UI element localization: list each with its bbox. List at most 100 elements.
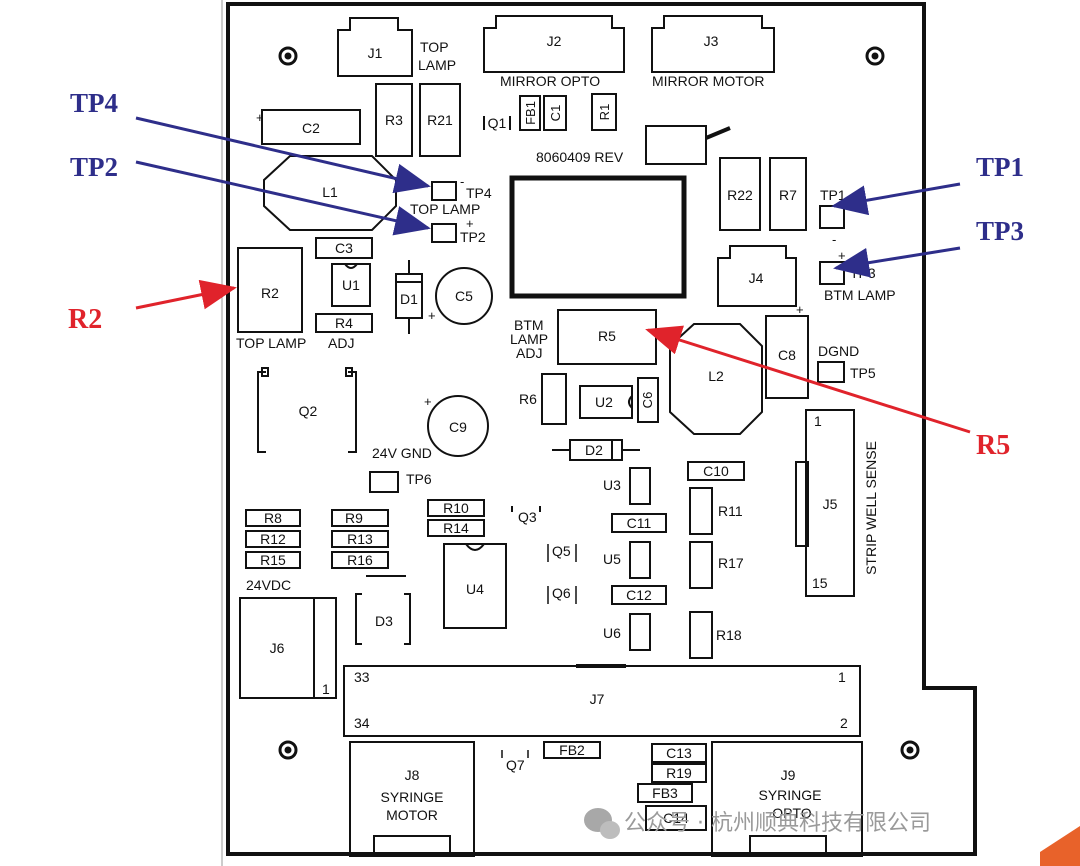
- label-q2: Q2: [299, 403, 318, 419]
- label-r17: R17: [718, 555, 744, 571]
- capacitor-c2: C2 +: [256, 109, 361, 145]
- label-plus: +: [428, 308, 436, 323]
- capacitor-c12: C12: [611, 585, 667, 605]
- resistor-r22: R22: [719, 157, 761, 231]
- label-24vdc: 24VDC: [246, 577, 291, 593]
- label-c2: C2: [302, 120, 320, 136]
- callout-tp1: TP1: [976, 152, 1024, 182]
- ferrite-fb3: FB3: [637, 783, 693, 803]
- label-btm-lamp-tp: BTM LAMP: [824, 287, 896, 303]
- label-lamp-r5: LAMP: [510, 331, 548, 347]
- label-r13: R13: [347, 531, 373, 547]
- label-d1: D1: [400, 291, 418, 307]
- resistor-r11: [689, 487, 713, 535]
- test-point-tp1-pad: [819, 205, 845, 229]
- callout-tp3: TP3: [976, 216, 1024, 246]
- label-left-text: 大数跨境: [54, 836, 126, 857]
- label-tp6: TP6: [406, 471, 432, 487]
- label-tp1: TP1: [820, 187, 846, 203]
- label-c10: C10: [703, 463, 729, 479]
- callout-tp2: TP2: [70, 152, 118, 182]
- label-u5: U5: [603, 551, 621, 567]
- label-c11: C11: [627, 515, 652, 531]
- resistor-r18: [689, 611, 713, 659]
- label-r8: R8: [264, 510, 282, 526]
- label-j6-pin1: 1: [322, 681, 330, 697]
- capacitor-c14: C14: [645, 805, 707, 831]
- label-r14: R14: [443, 520, 469, 536]
- capacitor-c10: C10: [687, 461, 745, 481]
- label-r10: R10: [443, 500, 469, 516]
- resistor-r7: R7: [769, 157, 807, 231]
- transistor-q1: Q1: [483, 115, 511, 131]
- label-j4: J4: [749, 270, 764, 286]
- connector-j3: J3: [651, 15, 775, 73]
- label-btm: BTM: [514, 317, 544, 333]
- capacitor-c1: C1: [543, 95, 567, 131]
- label-j7-pin33: 33: [354, 669, 370, 685]
- label-q6: Q6: [552, 585, 571, 601]
- mounting-holes: [278, 46, 920, 760]
- callout-r2: R2: [68, 304, 102, 335]
- label-fb2: FB2: [559, 742, 585, 758]
- label-lamp: LAMP: [418, 57, 456, 73]
- label-plus: +: [838, 248, 846, 263]
- label-j7-pin34: 34: [354, 715, 370, 731]
- label-plus: +: [466, 216, 474, 231]
- label-d2: D2: [585, 442, 603, 458]
- label-r5: R5: [598, 328, 616, 344]
- ferrite-fb2: FB2: [543, 741, 601, 759]
- board-outline: [226, 2, 977, 856]
- label-r18: R18: [716, 627, 742, 643]
- main-ic: [509, 175, 687, 299]
- label-plus: +: [256, 110, 264, 125]
- label-tp4: TP4: [466, 185, 492, 201]
- label-u1: U1: [342, 277, 360, 293]
- label-d3: D3: [375, 613, 393, 629]
- label-l2: L2: [708, 368, 724, 384]
- label-syringe-j8: SYRINGE: [380, 789, 443, 805]
- resistor-r6: R6: [519, 373, 567, 425]
- connector-j9: J9 SYRINGE OPTO: [711, 741, 863, 857]
- inductor-l2: L2: [669, 323, 763, 435]
- transistor-q2: [257, 367, 357, 453]
- label-c6: C6: [640, 392, 655, 409]
- label-c3: C3: [335, 240, 353, 256]
- label-u4: U4: [466, 581, 484, 597]
- label-c9: C9: [449, 419, 467, 435]
- connector-j2: J2: [483, 15, 625, 73]
- label-dgnd: DGND: [818, 343, 859, 359]
- inductor-l1: L1: [263, 155, 397, 231]
- resistor-r4: R4: [315, 313, 373, 333]
- label-c12: C12: [626, 587, 652, 603]
- ic-u5: [629, 541, 651, 579]
- resistor-r1: R1: [591, 93, 617, 131]
- callout-tp2-arrow: [135, 160, 431, 236]
- orange-accent: [1040, 826, 1080, 866]
- resistor-r19: R19: [651, 763, 707, 783]
- label-j5: J5: [823, 496, 838, 512]
- label-mirror-motor: MIRROR MOTOR: [652, 73, 765, 89]
- label-c14: C14: [663, 810, 689, 826]
- ferrite-fb1: FB1: [519, 95, 541, 131]
- label-tp3: TP3: [850, 265, 876, 281]
- capacitor-c13: C13: [651, 743, 707, 763]
- label-j6: J6: [270, 640, 285, 656]
- label-r2: R2: [261, 285, 279, 301]
- resistor-bank-r10-r14: R10 R14: [427, 499, 485, 537]
- label-r9: R9: [345, 510, 363, 526]
- label-c1: C1: [548, 105, 563, 122]
- resistor-r17: [689, 541, 713, 589]
- label-j8: J8: [405, 767, 420, 783]
- label-j7: J7: [590, 691, 605, 707]
- label-r1: R1: [597, 104, 612, 121]
- callout-r5: R5: [976, 430, 1010, 461]
- watermark-right: 公众号 · 杭州顺典科技有限公司: [584, 808, 931, 839]
- label-motor-j8: MOTOR: [386, 807, 438, 823]
- label-r6: R6: [519, 391, 537, 407]
- callout-tp4-arrow: [135, 116, 431, 194]
- label-r7: R7: [779, 187, 797, 203]
- label-u3: U3: [603, 477, 621, 493]
- callout-r2-arrow: [135, 279, 237, 310]
